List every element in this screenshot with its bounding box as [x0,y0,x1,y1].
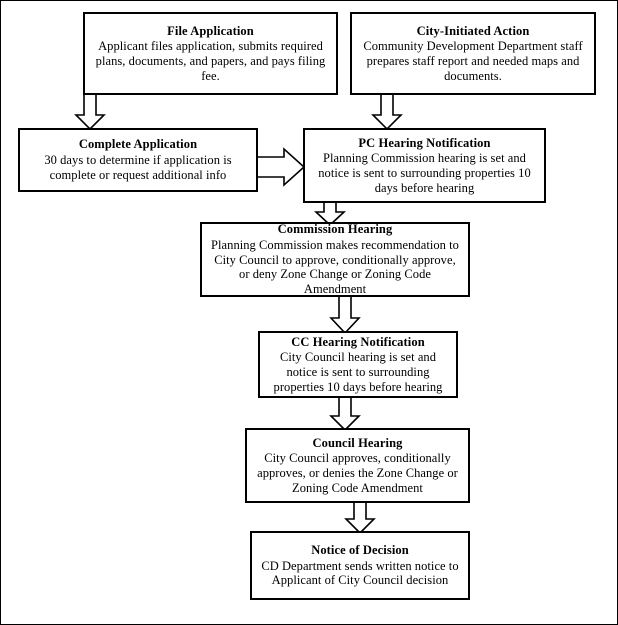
arrow-commission-hearing-to-cc-hearing-notification [329,295,361,335]
arrow-complete-application-to-pc-hearing-notification [255,147,306,187]
node-file-application[interactable]: File Application Applicant files applica… [83,12,338,95]
arrow-city-initiated-action-to-pc-hearing-notification [371,93,403,131]
node-complete-application-body: 30 days to determine if application is c… [44,153,232,182]
arrow-file-application-to-complete-application [74,93,106,131]
node-council-hearing-body: City Council approves, conditionally app… [257,451,458,495]
node-commission-hearing-body: Planning Commission makes recommendation… [211,237,459,297]
node-commission-hearing-title: Commission Hearing [277,222,393,237]
node-complete-application-title: Complete Application [78,137,198,152]
node-cc-hearing-notification-title: CC Hearing Notification [291,334,425,349]
node-cc-hearing-notification[interactable]: CC Hearing Notification City Council hea… [258,331,458,398]
node-file-application-title: File Application [167,23,254,38]
node-city-initiated-action[interactable]: City-Initiated Action Community Developm… [350,12,596,95]
arrow-pc-hearing-notification-to-commission-hearing [313,201,347,227]
arrow-cc-hearing-notification-to-council-hearing [329,396,361,432]
node-pc-hearing-notification[interactable]: PC Hearing Notification Planning Commiss… [303,128,546,203]
node-notice-of-decision-body: CD Department sends written notice to Ap… [261,558,459,588]
node-pc-hearing-notification-title: PC Hearing Notification [358,135,491,150]
node-council-hearing-title: Council Hearing [312,435,403,450]
node-city-initiated-action-body: Community Development Department staff p… [363,39,583,83]
node-pc-hearing-notification-body: Planning Commission hearing is set and n… [318,151,531,195]
node-city-initiated-action-title: City-Initiated Action [416,23,530,38]
node-notice-of-decision[interactable]: Notice of Decision CD Department sends w… [250,531,470,600]
node-file-application-body: Applicant files application, submits req… [95,39,326,83]
arrow-council-hearing-to-notice-of-decision [344,501,376,535]
node-cc-hearing-notification-body: City Council hearing is set and notice i… [273,350,443,394]
node-commission-hearing[interactable]: Commission Hearing Planning Commission m… [200,222,470,297]
node-complete-application[interactable]: Complete Application 30 days to determin… [18,128,258,192]
node-notice-of-decision-title: Notice of Decision [311,542,409,557]
node-council-hearing[interactable]: Council Hearing City Council approves, c… [245,428,470,503]
